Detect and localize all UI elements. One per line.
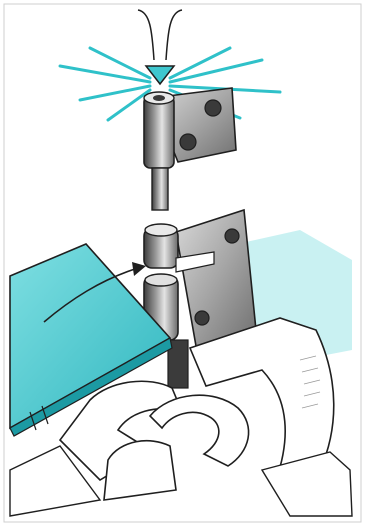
screw-hole-icon: [180, 134, 196, 150]
screw-hole-icon: [225, 229, 239, 243]
screw-hole-icon: [205, 100, 221, 116]
screw-hole-icon: [195, 311, 209, 325]
